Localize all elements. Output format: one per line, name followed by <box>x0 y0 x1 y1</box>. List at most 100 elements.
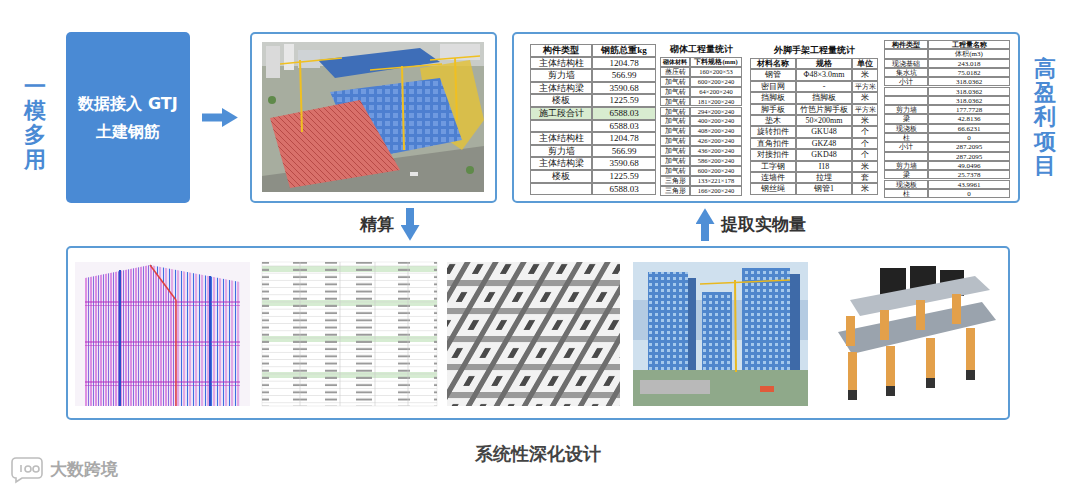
table-cell: 6588.03 <box>592 107 656 120</box>
table-cell: 平方米 <box>852 81 878 92</box>
table-cell: 1204.78 <box>592 132 656 145</box>
table-cell: 75.0182 <box>928 68 1010 77</box>
watermark: 大数跨境 <box>50 458 118 481</box>
table-cell: 柱 <box>884 189 928 198</box>
table-cell-blank <box>530 120 592 133</box>
table-cell: 钢管1 <box>796 183 852 194</box>
table-cell: 米 <box>852 183 878 194</box>
table-cell: 408×200×240 <box>690 126 742 136</box>
frame-model <box>820 262 1000 406</box>
site-render <box>262 42 484 192</box>
table-cell: 加气砖 <box>660 136 690 146</box>
table-cell: 工字钢 <box>750 161 796 172</box>
table-cell: 42.8136 <box>928 114 1010 123</box>
table-cell: 1225.59 <box>592 170 656 183</box>
table-cell: 主体结构柱 <box>530 132 592 145</box>
table-cell: 施工段合计 <box>530 107 592 120</box>
table-cell: 挡脚板 <box>796 92 852 103</box>
table-cell: 三角形 <box>660 176 690 186</box>
table-cell: 米 <box>852 161 878 172</box>
table-cell: 1225.59 <box>592 94 656 107</box>
table-cell: 加气砖 <box>660 77 690 87</box>
table-cell: 243.018 <box>928 59 1010 68</box>
table-cell: 直角扣件 <box>750 138 796 149</box>
flow-arrow <box>202 114 222 122</box>
watermark-icon <box>12 458 42 482</box>
table-cell: 平方米 <box>852 104 878 115</box>
table-cell: 加气砖 <box>660 146 690 156</box>
table-cell: 50×200mm <box>796 115 852 126</box>
table-cell: 钢筋总重kg <box>592 44 656 57</box>
table-cell: 梁 <box>884 170 928 179</box>
table-cell: 个 <box>852 126 878 137</box>
table-cell: I18 <box>796 161 852 172</box>
table-cell: 426×200×240 <box>690 136 742 146</box>
table-cell: 剪力墙 <box>530 145 592 158</box>
table-cell: 566.99 <box>592 69 656 82</box>
table-cell: 287.2095 <box>928 152 1010 161</box>
table-cell: 连墙件 <box>750 172 796 183</box>
table-cell: 个 <box>852 138 878 149</box>
table-cell: 单位 <box>852 58 878 69</box>
table-cell-blank <box>884 87 928 96</box>
table-cell: 3590.68 <box>592 157 656 170</box>
table-title: 外脚手架工程量统计 <box>750 42 878 58</box>
table-cell-blank <box>884 96 928 105</box>
table-cell-blank <box>884 152 928 161</box>
flow-arrow <box>406 208 414 225</box>
table-cell: 楼板 <box>530 94 592 107</box>
side-title: 高盈利项目 <box>1034 57 1056 178</box>
table-cell: 0 <box>928 133 1010 142</box>
table-cell: GKD48 <box>796 149 852 160</box>
table-cell: 柱 <box>884 133 928 142</box>
table-cell: 拉埋 <box>796 172 852 183</box>
table-cell: 加气砖 <box>660 97 690 107</box>
side-title: 一模多用 <box>24 75 46 172</box>
table-cell: 加气砖 <box>660 166 690 176</box>
table-cell: 对接扣件 <box>750 149 796 160</box>
table-cell: 主体结构柱 <box>530 57 592 70</box>
edge-label: 提取实物量 <box>719 213 808 236</box>
table-cell: 加气砖 <box>660 126 690 136</box>
table-cell: 构件类型 <box>884 40 928 49</box>
masonry-model <box>447 262 620 406</box>
table-cell: 43.9961 <box>928 180 1010 189</box>
table-cell: 工程量名称 <box>928 40 1010 49</box>
table-cell: Φ48×3.0mm <box>796 69 852 80</box>
table-cell: 166×200×240 <box>690 186 742 196</box>
spreadsheet-image <box>262 262 437 406</box>
table-cell: 旋转扣件 <box>750 126 796 137</box>
table-cell: 600×200×240 <box>690 166 742 176</box>
table-cell: 小计 <box>884 142 928 151</box>
table-cell: 材料名称 <box>750 58 796 69</box>
table-cell: 加气砖 <box>660 156 690 166</box>
table-cell: GKZ48 <box>796 138 852 149</box>
table-cell: 梁 <box>884 114 928 123</box>
table-cell: 318.0362 <box>928 96 1010 105</box>
table-cell: 规格 <box>796 58 852 69</box>
panel-caption: 系统性深化设计 <box>68 442 1008 466</box>
table-cell: 钢管 <box>750 69 796 80</box>
table-cell: 砌体材料 <box>660 57 690 67</box>
table-cell: 剪力墙 <box>884 105 928 114</box>
table-cell: 加气砖 <box>660 107 690 117</box>
table-cell: 下料规格(mm) <box>690 57 742 67</box>
table-cell: 160×200×53 <box>690 67 742 77</box>
table-cell: 剪力墙 <box>530 69 592 82</box>
table-cell: 蒸压砖 <box>660 67 690 77</box>
table-cell: 294×200×240 <box>690 107 742 117</box>
site-photo <box>633 262 808 406</box>
table-cell: 436×200×240 <box>690 146 742 156</box>
table-cell: 现浇基础 <box>884 59 928 68</box>
table-title: 砌体工程量统计 <box>660 42 742 57</box>
table-cell: 318.0362 <box>928 77 1010 86</box>
table-cell: 66.6231 <box>928 124 1010 133</box>
edge-label: 精算 <box>358 213 396 236</box>
table-cell-blank <box>530 183 592 196</box>
table-cell: 竹笆片脚手板 <box>796 104 852 115</box>
table-cell: 米 <box>852 115 878 126</box>
table-cell: 133×221×178 <box>690 176 742 186</box>
table-cell: 构件类型 <box>530 44 592 57</box>
table-cell: - <box>796 81 852 92</box>
